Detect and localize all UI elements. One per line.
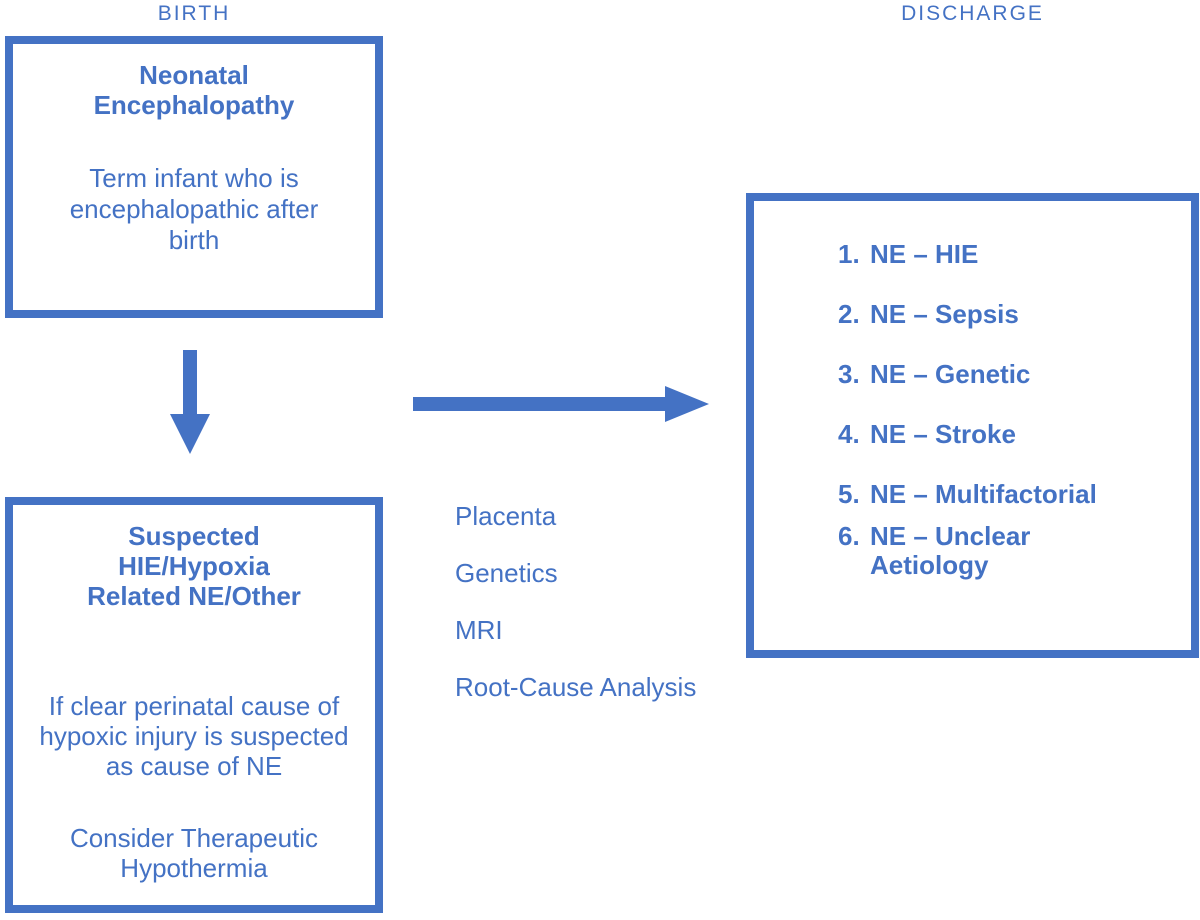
outcome-item-genetic: 3. NE – Genetic [838, 360, 1175, 389]
outcome-item-hie: 1. NE – HIE [838, 240, 1175, 269]
suspected-hie-box: Suspected HIE/Hypoxia Related NE/Other I… [5, 497, 383, 913]
outcome-text: NE – Genetic [870, 359, 1031, 389]
workup-list: Placenta Genetics MRI Root-Cause Analysi… [455, 503, 696, 701]
outcome-text: NE – Unclear Aetiology [870, 521, 1031, 580]
workup-item-root-cause-analysis: Root-Cause Analysis [455, 672, 697, 702]
right-arrow-icon [413, 386, 709, 422]
suspected-box-body-hypothermia: Consider Therapeutic Hypothermia [69, 823, 319, 883]
outcome-item-sepsis: 2. NE – Sepsis [838, 300, 1175, 329]
workup-item-mri: MRI [455, 615, 503, 645]
outcome-text: NE – Stroke [870, 419, 1016, 449]
birth-stage-label: BIRTH [157, 2, 231, 25]
outcome-text: NE – Sepsis [870, 299, 1019, 329]
neonatal-box-title: Neonatal Encephalopathy [93, 60, 295, 120]
right-arrow-shape [413, 386, 709, 422]
outcome-text: NE – HIE [870, 239, 979, 269]
down-arrow-icon [170, 350, 210, 454]
outcome-number: 4. [838, 419, 860, 449]
workup-item-genetics: Genetics [455, 558, 558, 588]
outcome-number: 3. [838, 359, 860, 389]
neonatal-encephalopathy-box: Neonatal Encephalopathy Term infant who … [5, 36, 383, 318]
outcome-item-multifactorial: 5. NE – Multifactorial [838, 480, 1175, 509]
outcome-item-stroke: 4. NE – Stroke [838, 420, 1175, 449]
discharge-stage-label: DISCHARGE [901, 2, 1044, 25]
outcome-number: 1. [838, 239, 860, 269]
outcome-number: 2. [838, 299, 860, 329]
outcome-item-unclear-aetiology: 6. NE – Unclear Aetiology [838, 522, 1175, 580]
neonatal-box-body: Term infant who is encephalopathic after… [69, 163, 319, 255]
outcome-number: 6. [838, 521, 860, 551]
outcome-number: 5. [838, 479, 860, 509]
suspected-box-title: Suspected HIE/Hypoxia Related NE/Other [87, 521, 301, 611]
outcome-text: NE – Multifactorial [870, 479, 1097, 509]
down-arrow-shape [170, 350, 210, 454]
workup-item-placenta: Placenta [455, 501, 557, 531]
discharge-outcomes-box: 1. NE – HIE 2. NE – Sepsis 3. NE – Genet… [746, 193, 1199, 658]
suspected-box-body-perinatal: If clear perinatal cause of hypoxic inju… [39, 691, 349, 781]
